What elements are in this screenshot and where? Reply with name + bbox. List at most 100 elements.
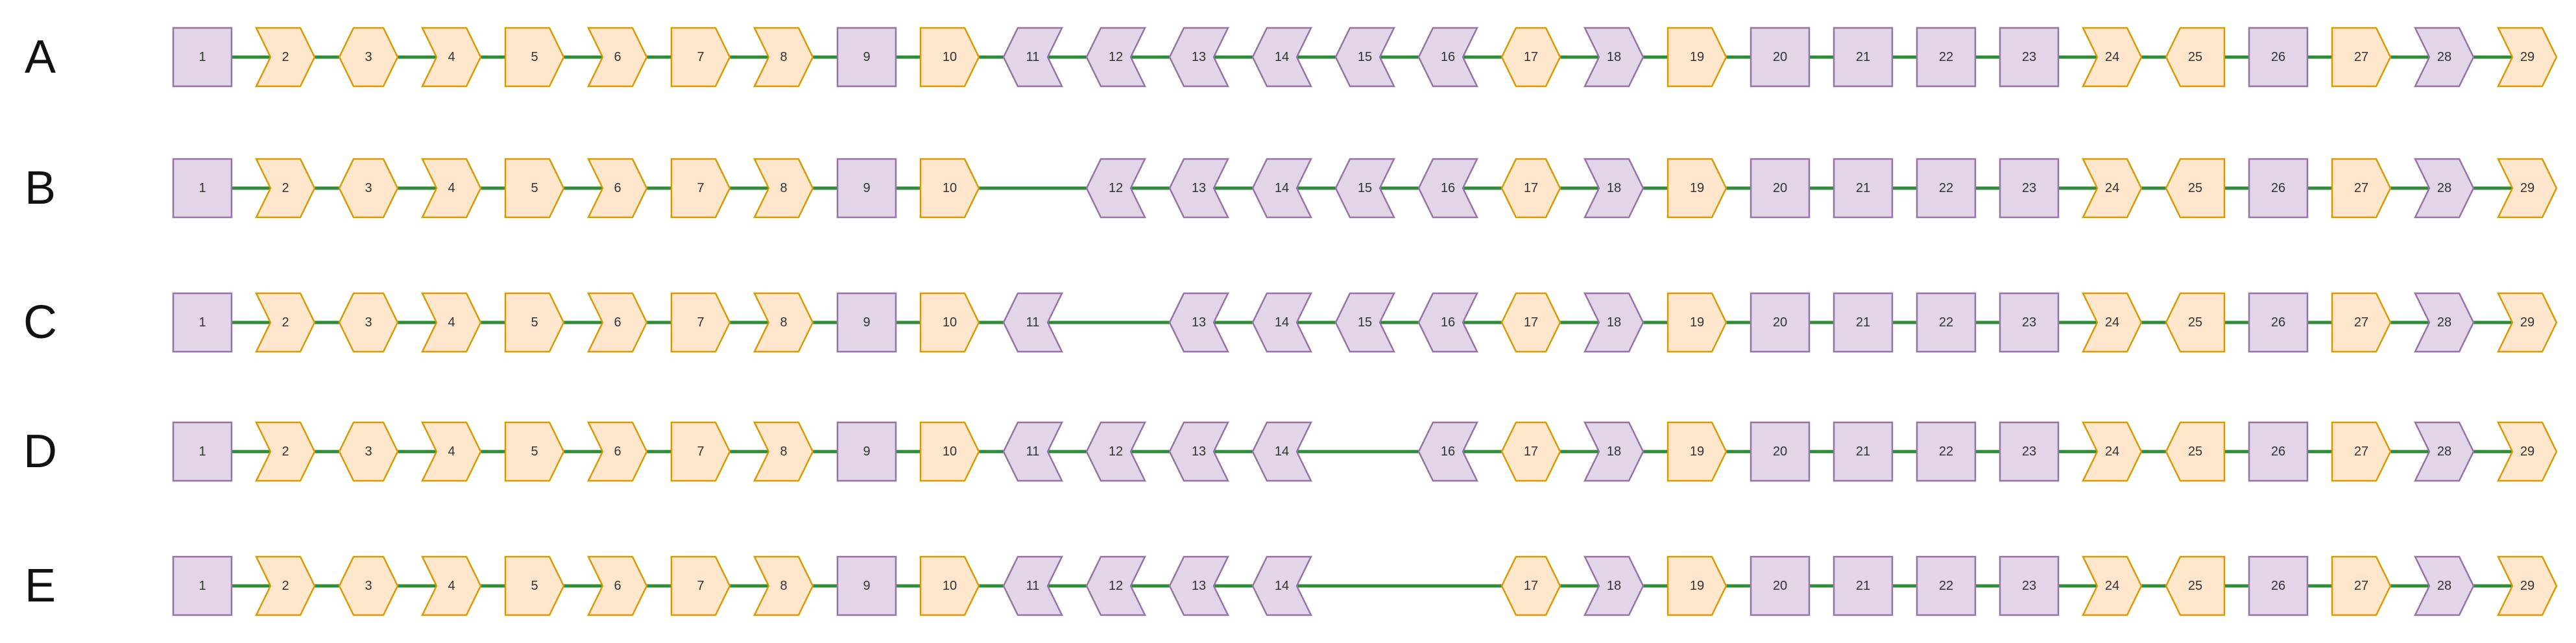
module-shape — [2081, 555, 2143, 616]
module-11: 11 — [1002, 292, 1064, 353]
module-23: 23 — [1999, 555, 2060, 616]
module-shape — [504, 27, 565, 88]
module-shape — [420, 27, 482, 88]
module-12: 12 — [1085, 27, 1147, 88]
module-shape — [752, 555, 814, 616]
module-2: 2 — [254, 421, 316, 482]
module-18: 18 — [1583, 292, 1644, 353]
module-24: 24 — [2081, 292, 2143, 353]
module-shape — [1417, 158, 1479, 219]
module-shape — [2248, 27, 2309, 88]
module-label: 2 — [282, 181, 289, 195]
module-shape — [1833, 158, 1894, 219]
module-10: 10 — [919, 555, 980, 616]
module-4: 4 — [420, 292, 482, 353]
module-4: 4 — [420, 158, 482, 219]
module-label: 23 — [2022, 315, 2036, 330]
module-29: 29 — [2496, 27, 2558, 88]
module-shape — [919, 421, 980, 482]
module-shape — [1999, 292, 2060, 353]
module-20: 20 — [1750, 421, 1811, 482]
module-10: 10 — [919, 27, 980, 88]
module-label: 18 — [1607, 50, 1621, 64]
module-shape — [1251, 158, 1313, 219]
module-shape — [1085, 27, 1147, 88]
module-label: 25 — [2188, 50, 2202, 64]
module-shape — [1085, 555, 1147, 616]
module-shape — [2331, 158, 2392, 219]
module-shape — [752, 27, 814, 88]
module-28: 28 — [2413, 292, 2475, 353]
module-label: 14 — [1275, 579, 1289, 593]
module-label: 5 — [531, 50, 538, 64]
module-label: 20 — [1773, 181, 1787, 195]
module-label: 26 — [2271, 50, 2285, 64]
module-shape — [1583, 555, 1644, 616]
module-label: 26 — [2271, 315, 2285, 330]
module-label: 13 — [1192, 181, 1206, 195]
module-23: 23 — [1999, 421, 2060, 482]
module-5: 5 — [504, 27, 565, 88]
module-3: 3 — [338, 292, 399, 353]
module-20: 20 — [1750, 292, 1811, 353]
module-13: 13 — [1168, 27, 1230, 88]
module-label: 8 — [780, 181, 787, 195]
module-11: 11 — [1002, 27, 1064, 88]
module-19: 19 — [1667, 27, 1727, 88]
module-3: 3 — [338, 421, 399, 482]
module-label: 28 — [2437, 444, 2451, 459]
module-label: 14 — [1275, 315, 1289, 330]
module-8: 8 — [752, 292, 814, 353]
module-label: 12 — [1109, 181, 1123, 195]
module-shape — [670, 158, 731, 219]
module-shape — [1417, 292, 1479, 353]
module-label: 13 — [1192, 579, 1206, 593]
module-label: 19 — [1690, 444, 1704, 459]
module-shape — [1750, 158, 1811, 219]
module-shape — [1833, 27, 1894, 88]
module-shape — [420, 421, 482, 482]
module-shape — [1500, 27, 1561, 88]
module-label: 3 — [365, 315, 372, 330]
module-9: 9 — [836, 158, 897, 219]
module-label: 7 — [697, 315, 704, 330]
module-14: 14 — [1251, 27, 1313, 88]
module-shape — [1334, 158, 1396, 219]
module-14: 14 — [1251, 158, 1313, 219]
module-27: 27 — [2331, 27, 2392, 88]
module-shape — [254, 555, 316, 616]
module-label: 7 — [697, 444, 704, 459]
module-shape — [2081, 292, 2143, 353]
module-shape — [1750, 421, 1811, 482]
module-6: 6 — [586, 421, 648, 482]
module-shape — [2413, 292, 2475, 353]
module-label: 14 — [1275, 50, 1289, 64]
module-12: 12 — [1085, 421, 1147, 482]
module-label: 21 — [1856, 579, 1870, 593]
module-shape — [254, 421, 316, 482]
module-label: 2 — [282, 579, 289, 593]
module-label: 1 — [199, 50, 206, 64]
module-20: 20 — [1750, 27, 1811, 88]
module-shape — [919, 158, 980, 219]
module-17: 17 — [1500, 555, 1561, 616]
module-1: 1 — [172, 292, 233, 353]
module-label: 19 — [1690, 50, 1704, 64]
module-label: 27 — [2354, 315, 2368, 330]
module-shape — [919, 555, 980, 616]
module-label: 21 — [1856, 444, 1870, 459]
module-shape — [2248, 158, 2309, 219]
module-label: 29 — [2520, 50, 2534, 64]
module-shape — [2165, 27, 2226, 88]
module-shape — [2248, 421, 2309, 482]
module-23: 23 — [1999, 292, 2060, 353]
module-17: 17 — [1500, 292, 1561, 353]
module-18: 18 — [1583, 27, 1644, 88]
module-shape — [2081, 421, 2143, 482]
module-21: 21 — [1833, 292, 1894, 353]
module-label: 13 — [1192, 50, 1206, 64]
module-shape — [338, 158, 399, 219]
module-label: 5 — [531, 444, 538, 459]
module-shape — [1168, 421, 1230, 482]
